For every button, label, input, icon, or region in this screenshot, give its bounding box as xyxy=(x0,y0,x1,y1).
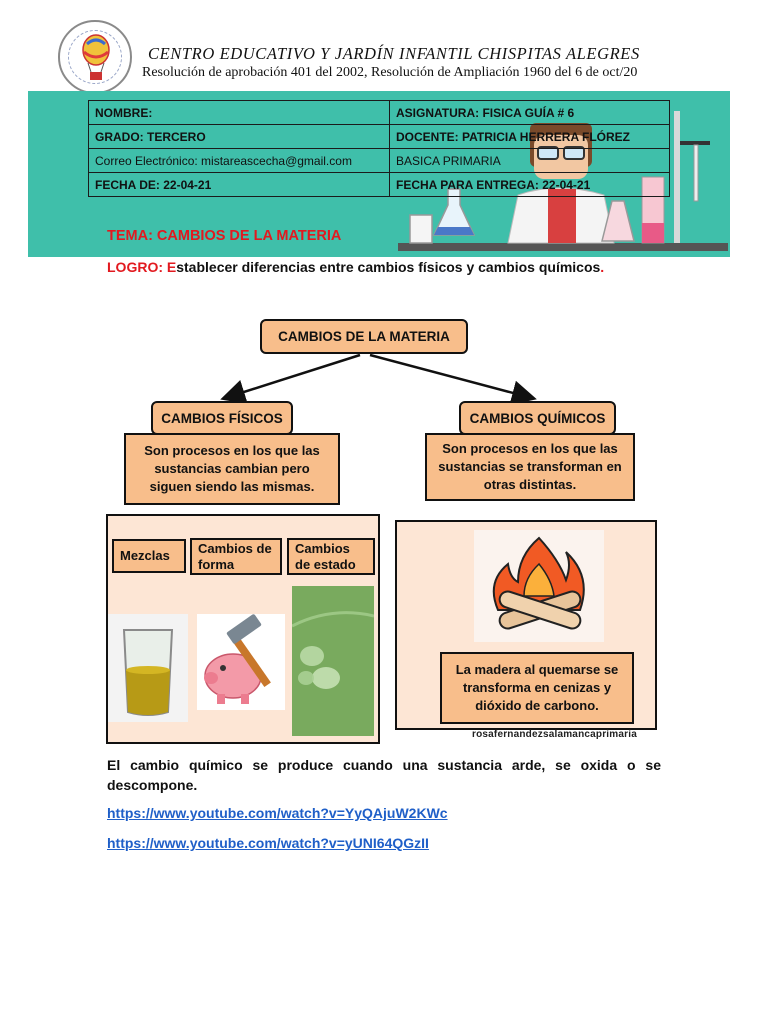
burning-wood-description: La madera al quemarse se transforma en c… xyxy=(440,652,634,724)
root-concept-box: CAMBIOS DE LA MATERIA xyxy=(260,319,468,354)
physical-changes-box: CAMBIOS FÍSICOS xyxy=(151,401,293,435)
table-row: Correo Electrónico: mistareascecha@gmail… xyxy=(88,148,670,173)
student-info-table: NOMBRE: ASIGNATURA: FISICA GUÍA # 6 GRAD… xyxy=(88,100,670,197)
table-row: FECHA DE: 22-04-21 FECHA PARA ENTREGA: 2… xyxy=(88,172,670,197)
header-banner: NOMBRE: ASIGNATURA: FISICA GUÍA # 6 GRAD… xyxy=(28,91,730,257)
table-row: GRADO: TERCERO DOCENTE: PATRICIA HERRERA… xyxy=(88,124,670,149)
date-cell: FECHA DE: 22-04-21 xyxy=(88,172,390,197)
tag-shape-change: Cambios de forma xyxy=(190,538,282,575)
chemical-description: Son procesos en los que las sustancias s… xyxy=(425,433,635,501)
balloon-icon xyxy=(82,34,110,80)
campfire-image xyxy=(474,530,604,642)
topic-heading: TEMA: CAMBIOS DE LA MATERIA xyxy=(107,228,342,244)
tag-mixtures: Mezclas xyxy=(112,539,186,573)
video-link-1[interactable]: https://www.youtube.com/watch?v=YyQAjuW2… xyxy=(107,805,448,821)
goal-label: LOGRO: E xyxy=(107,259,177,275)
email-cell: Correo Electrónico: mistareascecha@gmail… xyxy=(88,148,390,173)
goal-end: . xyxy=(600,259,605,275)
glass-mixture-image xyxy=(108,614,188,722)
resolution-text: Resolución de aprobación 401 del 2002, R… xyxy=(142,65,638,80)
goal-text: stablecer diferencias entre cambios físi… xyxy=(176,259,601,275)
piggy-bank-hammer-image xyxy=(197,614,285,710)
school-logo xyxy=(58,20,132,94)
learning-goal: LOGRO: Establecer diferencias entre camb… xyxy=(107,259,604,275)
subject-cell: ASIGNATURA: FISICA GUÍA # 6 xyxy=(389,100,670,125)
chemical-change-paragraph: El cambio químico se produce cuando una … xyxy=(107,757,661,793)
teacher-cell: DOCENTE: PATRICIA HERRERA FLÓREZ xyxy=(389,124,670,149)
water-drops-image xyxy=(292,586,374,736)
name-field[interactable]: NOMBRE: xyxy=(88,100,390,125)
tag-state-change: Cambios de estado xyxy=(287,538,375,575)
table-row: NOMBRE: ASIGNATURA: FISICA GUÍA # 6 xyxy=(88,100,670,125)
video-link-2[interactable]: https://www.youtube.com/watch?v=yUNI64QG… xyxy=(107,835,429,851)
physical-description: Son procesos en los que las sustancias c… xyxy=(124,433,340,505)
chemical-changes-box: CAMBIOS QUÍMICOS xyxy=(459,401,616,435)
due-date-cell: FECHA PARA ENTREGA: 22-04-21 xyxy=(389,172,670,197)
image-credit: rosafernandezsalamancaprimaria xyxy=(472,729,637,740)
school-name: CENTRO EDUCATIVO Y JARDÍN INFANTIL CHISP… xyxy=(148,44,640,63)
